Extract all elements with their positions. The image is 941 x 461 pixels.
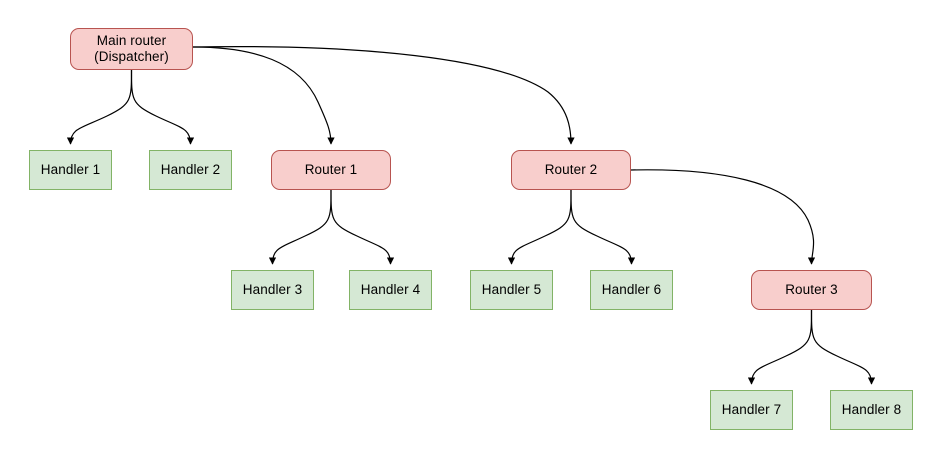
node-router-2[interactable]: Router 2 [511, 150, 631, 190]
node-handler-3-label: Handler 3 [242, 282, 303, 297]
edge-router-1-to-handler-4 [330, 189, 395, 265]
edge-main-router-to-router-1 [192, 46, 335, 145]
node-handler-1[interactable]: Handler 1 [29, 150, 112, 190]
edge-router-3-to-handler-7 [747, 309, 813, 385]
node-handler-4-label: Handler 4 [360, 282, 421, 297]
edge-router-2-to-handler-5 [507, 189, 572, 265]
node-handler-6-label: Handler 6 [601, 282, 662, 297]
edge-main-router-to-handler-1 [66, 69, 133, 145]
node-router-1[interactable]: Router 1 [271, 150, 391, 190]
node-router-3-label: Router 3 [785, 282, 838, 297]
node-handler-1-label: Handler 1 [40, 162, 101, 177]
node-handler-8[interactable]: Handler 8 [830, 390, 913, 430]
edge-router-1-to-handler-3 [268, 189, 332, 265]
node-handler-7[interactable]: Handler 7 [710, 390, 793, 430]
node-main-router-label: Main router (Dispatcher) [94, 33, 169, 64]
node-router-3[interactable]: Router 3 [751, 270, 872, 310]
edge-router-3-to-handler-8 [810, 309, 876, 385]
node-router-2-label: Router 2 [544, 162, 598, 177]
node-handler-5-label: Handler 5 [481, 282, 542, 297]
node-handler-7-label: Handler 7 [721, 402, 782, 417]
edge-main-router-to-router-2 [192, 46, 575, 145]
node-handler-2-label: Handler 2 [160, 162, 221, 177]
node-handler-5[interactable]: Handler 5 [470, 270, 553, 310]
node-main-router[interactable]: Main router (Dispatcher) [70, 28, 193, 70]
node-handler-8-label: Handler 8 [841, 402, 902, 417]
node-router-1-label: Router 1 [304, 162, 358, 177]
node-handler-2[interactable]: Handler 2 [149, 150, 232, 190]
edge-main-router-to-handler-2 [130, 69, 195, 145]
node-handler-3[interactable]: Handler 3 [231, 270, 314, 310]
edge-router-2-to-router-3 [630, 169, 816, 265]
edge-router-2-to-handler-6 [570, 189, 636, 265]
node-handler-6[interactable]: Handler 6 [590, 270, 673, 310]
node-handler-4[interactable]: Handler 4 [349, 270, 432, 310]
